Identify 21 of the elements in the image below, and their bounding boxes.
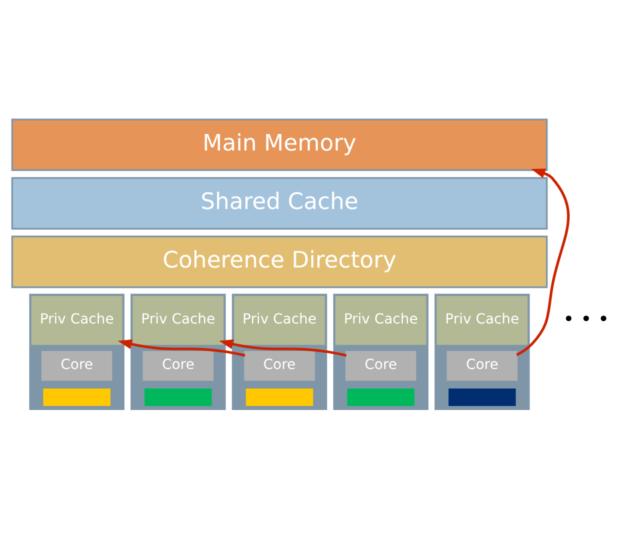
arrow <box>219 339 347 357</box>
node-box: Core <box>345 350 416 381</box>
node-box: Priv Cache <box>335 296 426 345</box>
node-box: Coherence Directory <box>11 236 548 288</box>
node-bar <box>142 386 214 408</box>
node-bar <box>41 386 112 408</box>
node-box: Core <box>446 350 518 381</box>
node-box: Core <box>142 350 214 381</box>
node-box: Main Memory <box>11 118 548 172</box>
node-bar <box>345 386 416 408</box>
node-bar <box>446 386 518 408</box>
label: • • • <box>563 307 610 330</box>
node-box: Priv Cache <box>234 296 325 345</box>
node-bar <box>244 386 315 408</box>
node-box: Priv Cache <box>132 296 224 345</box>
arrow <box>118 339 246 357</box>
node-box: Shared Cache <box>11 177 548 230</box>
node-box: Core <box>244 350 315 381</box>
node-box: Core <box>41 350 112 381</box>
node-box: Priv Cache <box>436 296 528 345</box>
node-box: Priv Cache <box>31 296 122 345</box>
